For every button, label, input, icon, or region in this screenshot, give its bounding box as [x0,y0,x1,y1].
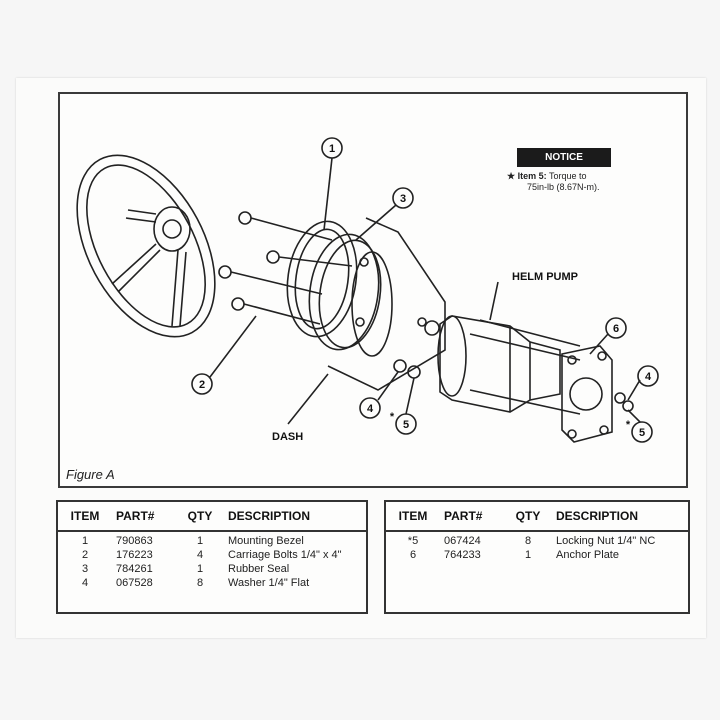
header-description: DESCRIPTION [228,509,311,523]
header-item: ITEM [398,509,428,523]
header-qty: QTY [187,509,213,523]
dash-label: DASH [272,431,303,443]
cell-description: Rubber Seal [228,563,290,575]
parts-table-left: ITEM PART# QTY DESCRIPTION 1 790863 1 Mo… [56,500,368,614]
cell-part: 790863 [116,535,153,547]
table-header: ITEM PART# QTY DESCRIPTION [386,502,688,532]
header-qty: QTY [515,509,541,523]
dash-panel [327,217,446,391]
callout-label-5a: 5 [403,419,409,431]
callout-circle-6 [605,317,627,339]
callout-circle-4b [637,365,659,387]
cell-qty: 8 [524,535,532,547]
figure-caption: Figure A [66,467,115,482]
callout-label-1: 1 [329,143,335,155]
cell-description: Anchor Plate [556,549,619,561]
cell-qty: 1 [196,563,204,575]
callout-label-2: 2 [199,379,205,391]
carriage-bolts [218,211,353,325]
table-row: 3 784261 1 Rubber Seal [58,562,366,576]
notice-text-line2: 75in-lb (8.67N-m). [527,182,600,192]
cell-qty: 1 [524,549,532,561]
notice-header: NOTICE [517,148,611,167]
notice-text-line1: Torque to [548,171,587,181]
cell-description: Locking Nut 1/4" NC [556,535,656,547]
notice-body: ★ Item 5: Torque to 75in-lb (8.67N-m). [507,171,657,193]
callout-label-4a: 4 [367,403,374,415]
anchor-plate [561,345,613,443]
cell-qty: 1 [196,535,204,547]
cell-item: 2 [81,549,89,561]
callout-circle-1 [321,137,343,159]
table-row: 1 790863 1 Mounting Bezel [58,534,366,548]
callout-circle-4a [359,397,381,419]
cell-item: 6 [409,549,417,561]
table-header: ITEM PART# QTY DESCRIPTION [58,502,366,532]
header-part: PART# [444,509,483,523]
callout-label-4b: 4 [645,371,652,383]
cell-item: 3 [81,563,89,575]
helm-pump [417,315,581,415]
cell-part: 764233 [444,549,481,561]
callout-label-3: 3 [400,193,406,205]
notice-item-label: Item 5: [517,171,547,181]
cell-item: 1 [81,535,89,547]
cell-item: *5 [407,535,419,547]
cell-description: Carriage Bolts 1/4" x 4" [228,549,342,561]
table-row: 2 176223 4 Carriage Bolts 1/4" x 4" [58,548,366,562]
cell-qty: 8 [196,577,204,589]
cell-part: 176223 [116,549,153,561]
callout-circle-3 [392,187,414,209]
helm-pump-label: HELM PUMP [512,271,578,283]
callout-circle-2 [191,373,213,395]
notice-star-icon: ★ [507,171,516,181]
table-row: 6 764233 1 Anchor Plate [386,548,688,562]
cell-qty: 4 [196,549,204,561]
table-row: *5 067424 8 Locking Nut 1/4" NC [386,534,688,548]
header-item: ITEM [70,509,100,523]
callout-label-5b: 5 [639,427,645,439]
cell-part: 067528 [116,577,153,589]
callout-circle-5b [631,421,653,443]
cell-part: 067424 [444,535,481,547]
table-row: 4 067528 8 Washer 1/4" Flat [58,576,366,590]
callout-label-6: 6 [613,323,619,335]
exploded-view-drawing: 1 2 3 4 5 6 4 5 * * HELM PUMP DASH [76,137,659,443]
washers-and-nuts [393,359,634,412]
rubber-seal [308,233,382,351]
cell-part: 784261 [116,563,153,575]
star-mark-5b: * [626,419,631,431]
parts-table-right: ITEM PART# QTY DESCRIPTION *5 067424 8 L… [384,500,690,614]
cell-item: 4 [81,577,89,589]
star-mark-5a: * [390,411,395,423]
figure-a-panel: 1 2 3 4 5 6 4 5 * * HELM PUMP DASH NOTIC… [58,92,688,488]
steering-wheel [76,154,216,338]
header-description: DESCRIPTION [556,509,639,523]
cell-description: Washer 1/4" Flat [228,577,310,589]
notice-box: NOTICE ★ Item 5: Torque to 75in-lb (8.67… [507,148,657,193]
header-part: PART# [116,509,155,523]
cell-description: Mounting Bezel [228,535,304,547]
